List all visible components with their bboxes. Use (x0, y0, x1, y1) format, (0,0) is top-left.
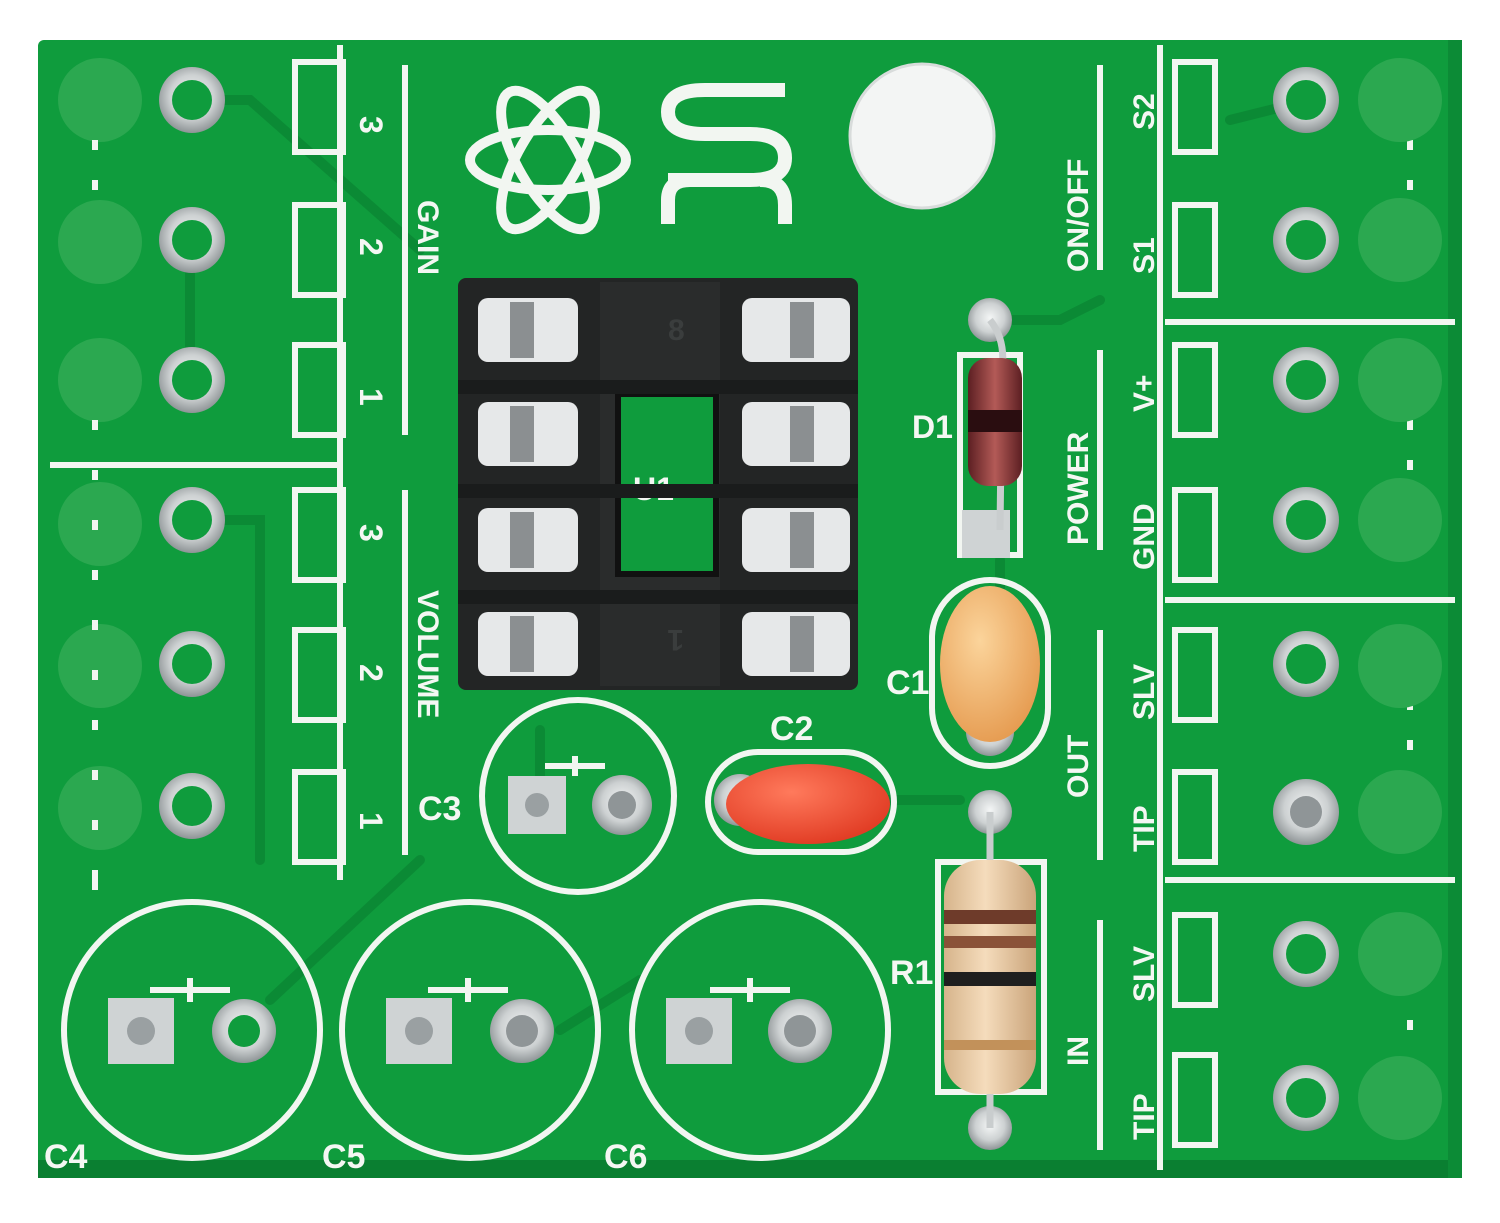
left-outer-pad-column (58, 58, 142, 850)
s1-label: S1 (1128, 237, 1161, 274)
gain-label: GAIN (411, 200, 444, 275)
c5-footprint: C5 (322, 899, 601, 1176)
out-label: OUT (1062, 735, 1095, 798)
mounting-hole (850, 64, 994, 208)
volume-pin-1: 1 (353, 812, 389, 830)
c2-label: C2 (770, 710, 813, 748)
c3-label: C3 (418, 790, 461, 828)
right-outer-pad-column (1358, 58, 1442, 1140)
c4-footprint: C4 (44, 899, 323, 1176)
s2-label: S2 (1128, 93, 1161, 130)
out-slv-label: SLV (1128, 664, 1161, 720)
socket-pin8-mark: 8 (668, 314, 685, 347)
gain-pin-1: 1 (353, 388, 389, 406)
c6-label: C6 (604, 1138, 647, 1176)
socket-contacts-right (742, 298, 850, 676)
c5-label: C5 (322, 1138, 365, 1176)
in-slv-label: SLV (1128, 946, 1161, 1002)
v-plus-label: V+ (1128, 374, 1161, 412)
c4-label: C4 (44, 1138, 88, 1176)
in-tip-label: TIP (1128, 1093, 1161, 1140)
c3-footprint: C3 (418, 697, 677, 895)
gain-pin-3: 3 (353, 116, 389, 134)
left-silkscreen (50, 45, 408, 890)
ic-socket: U1 8 1 (458, 278, 858, 690)
volume-pin-3: 3 (353, 524, 389, 542)
socket-pin1-mark: 1 (667, 623, 684, 656)
pcb-edge-shadow (38, 1160, 1462, 1178)
socket-contacts-left (478, 298, 578, 676)
d1-label: D1 (912, 409, 953, 445)
atom-logo-icon (465, 85, 631, 235)
power-label: POWER (1062, 431, 1095, 545)
on-off-label: ON/OFF (1062, 159, 1095, 272)
c1-capacitor: C1 (886, 577, 1051, 769)
right-inner-pad-column (1273, 67, 1339, 1131)
volume-pin-2: 2 (353, 664, 389, 682)
c2-capacitor: C2 (705, 710, 897, 855)
r1-resistor: R1 (890, 790, 1047, 1150)
out-tip-label: TIP (1128, 805, 1161, 852)
c1-label: C1 (886, 664, 929, 702)
gnd-label: GND (1128, 503, 1161, 570)
c6-footprint: C6 (604, 899, 891, 1176)
r1-label: R1 (890, 954, 933, 992)
left-inner-pad-column (159, 67, 225, 839)
gain-pin-2: 2 (353, 238, 389, 256)
volume-label: VOLUME (411, 590, 444, 718)
right-silkscreen (1097, 45, 1455, 1170)
d1-diode: D1 (912, 298, 1023, 558)
pcb-edge-right (1448, 40, 1462, 1178)
sr-logo-icon (661, 83, 792, 224)
copper-traces (185, 95, 1315, 1035)
in-label: IN (1062, 1036, 1095, 1066)
